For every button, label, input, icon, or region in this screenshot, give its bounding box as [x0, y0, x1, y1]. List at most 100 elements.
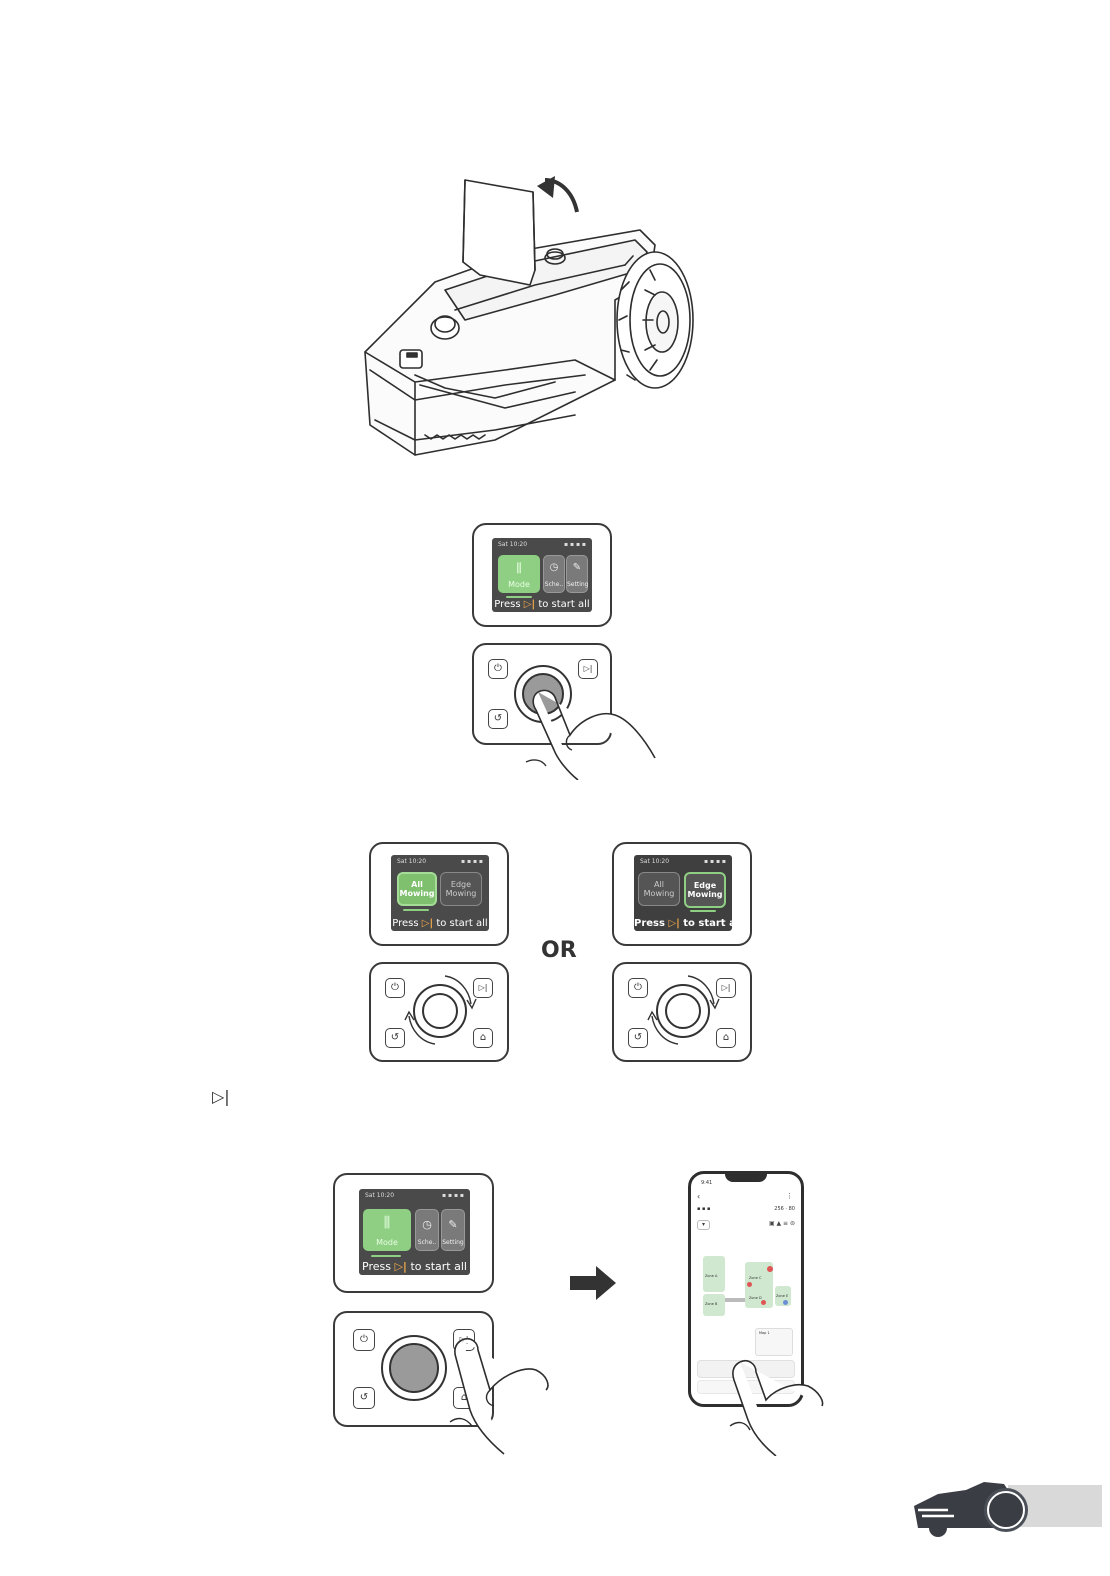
home-key[interactable]: ⌂ — [716, 1028, 736, 1048]
hand-pressing-knob-illustration — [525, 689, 656, 780]
back-key[interactable]: ↺ — [488, 709, 508, 729]
hand-pressing-start-key-illustration — [449, 1337, 549, 1455]
start-icon: ▷| — [394, 1260, 407, 1273]
map-zone — [703, 1294, 725, 1316]
start-icon: ▷| — [523, 599, 536, 610]
lcd-tile-schedule: ◷ Sche.. — [543, 555, 565, 593]
back-chevron-icon[interactable]: ‹ — [697, 1192, 701, 1201]
mower-lid-open-illustration — [364, 176, 694, 456]
signal-icon: ▪ ▪ ▪ — [697, 1206, 711, 1212]
all-mowing-tile-selected: All Mowing — [397, 872, 437, 906]
lcd-tile-setting-label: Setting — [442, 1239, 464, 1246]
lcd-selection-indicator — [403, 909, 429, 911]
power-key[interactable]: ⏻ — [628, 978, 648, 998]
start-icon-inline: ▷| — [212, 1087, 230, 1106]
lcd-screen-all-mowing: Sat 10:20 ▪ ▪ ▪ ▪ All Mowing Edge Mowing… — [391, 855, 489, 931]
phone-toolbar: ▾ ▣ ▲ ≡ ⊜ — [697, 1220, 795, 1230]
lcd-prompt: Press ▷| to start all — [359, 1260, 470, 1273]
lcd-selection-indicator — [371, 1255, 401, 1257]
lcd-frame-step4: Sat 10:20 ▪ ▪ ▪ ▪ ⫼ Mode ◷ Sche.. ✎ Sett… — [333, 1173, 494, 1293]
zone-label-b: Zone B — [705, 1302, 718, 1306]
lcd-tile-mode: ⫼ Mode — [498, 555, 540, 593]
lcd-status-bar: Sat 10:20 ▪ ▪ ▪ ▪ — [640, 858, 726, 865]
control-knob[interactable] — [656, 984, 710, 1038]
start-key[interactable]: ▷| — [716, 978, 736, 998]
map-zone — [703, 1256, 725, 1292]
control-knob-center — [389, 1343, 439, 1393]
lcd-prompt-press: Press — [494, 599, 521, 610]
power-key[interactable]: ⏻ — [385, 978, 405, 998]
power-key[interactable]: ⏻ — [353, 1329, 375, 1351]
lcd-tile-schedule: ◷ Sche.. — [415, 1209, 439, 1251]
schedule-icon: ◷ — [422, 1218, 432, 1231]
control-panel-rotate-right: ⏻ ▷| ↺ ⌂ — [612, 962, 752, 1062]
lcd-tile-setting-label: Setting — [567, 581, 589, 588]
lcd-status-icons: ▪ ▪ ▪ ▪ — [461, 858, 483, 865]
start-key[interactable]: ▷| — [473, 978, 493, 998]
lcd-status-time: Sat 10:20 — [365, 1192, 395, 1199]
more-icon[interactable]: ⋮ — [786, 1192, 793, 1200]
lawn-map: Zone A Zone B Zone C Zone D Zone E — [697, 1238, 793, 1328]
lcd-selection-indicator — [506, 596, 532, 598]
toolbar-icons[interactable]: ▣ ▲ ≡ ⊜ — [768, 1220, 795, 1227]
lcd-screen-edge-mowing: Sat 10:20 ▪ ▪ ▪ ▪ All Mowing Edge Mowing… — [634, 855, 732, 931]
lcd-tile-mode: ⫼ Mode — [363, 1209, 411, 1251]
edge-mowing-tile-selected: Edge Mowing — [684, 872, 726, 908]
rotate-arrows-left-icon — [404, 975, 477, 1045]
lcd-status-icons: ▪ ▪ ▪ ▪ — [704, 858, 726, 865]
lcd-screen: Sat 10:20 ▪ ▪ ▪ ▪ ⫼ Mode ◷ Sche.. ✎ Sett… — [492, 538, 592, 612]
zone-label-e: Zone E — [776, 1294, 789, 1298]
lcd-prompt-tail: to start all — [410, 1260, 467, 1273]
lcd-status-icons: ▪ ▪ ▪ ▪ — [564, 541, 586, 548]
phone-notch — [725, 1174, 767, 1182]
home-key[interactable]: ⌂ — [473, 1028, 493, 1048]
lcd-tile-setting: ✎ Setting — [566, 555, 588, 593]
lcd-selection-indicator — [690, 910, 716, 912]
mode-icon: ⫼ — [383, 1215, 391, 1231]
lcd-tile-mode-label: Mode — [508, 580, 530, 589]
zone-label-c: Zone C — [749, 1276, 762, 1280]
lcd-tile-schedule-label: Sche.. — [417, 1239, 437, 1246]
lcd-prompt-press: Press — [634, 918, 665, 929]
arrow-right-icon — [570, 1266, 616, 1300]
area-value: 256 — [774, 1206, 784, 1212]
map-dropdown[interactable]: ▾ — [697, 1220, 711, 1230]
lcd-status-time: Sat 10:20 — [397, 858, 427, 865]
lcd-prompt-tail: to start all — [683, 918, 732, 929]
back-key[interactable]: ↺ — [628, 1028, 648, 1048]
lcd-prompt-press: Press — [362, 1260, 391, 1273]
lcd-status-icons: ▪ ▪ ▪ ▪ — [442, 1192, 464, 1199]
lcd-status-bar: Sat 10:20 ▪ ▪ ▪ ▪ — [498, 541, 586, 548]
lcd-frame-edge-mowing: Sat 10:20 ▪ ▪ ▪ ▪ All Mowing Edge Mowing… — [612, 842, 752, 946]
or-separator: OR — [541, 938, 577, 963]
back-key[interactable]: ↺ — [385, 1028, 405, 1048]
lcd-tile-mode-label: Mode — [376, 1238, 398, 1247]
lcd-prompt-tail: to start all — [436, 918, 488, 929]
lcd-prompt: Press ▷| to start all — [492, 599, 592, 610]
start-icon: ▷| — [421, 918, 434, 929]
schedule-icon: ◷ — [549, 562, 559, 573]
control-knob-center — [422, 993, 458, 1029]
setting-icon: ✎ — [572, 562, 582, 573]
lcd-status-time: Sat 10:20 — [640, 858, 670, 865]
back-key[interactable]: ↺ — [353, 1387, 375, 1409]
power-key[interactable]: ⏻ — [488, 659, 508, 679]
phone-status-time: 9:41 — [701, 1180, 713, 1186]
all-mowing-tile: All Mowing — [638, 872, 680, 906]
lcd-frame-all-mowing: Sat 10:20 ▪ ▪ ▪ ▪ All Mowing Edge Mowing… — [369, 842, 509, 946]
control-knob[interactable] — [413, 984, 467, 1038]
zone-label-a: Zone A — [705, 1274, 718, 1278]
control-knob[interactable] — [381, 1335, 447, 1401]
zone-label-d: Zone D — [749, 1296, 762, 1300]
station-marker — [783, 1300, 788, 1305]
lcd-prompt: Press ▷| to start all — [391, 918, 489, 929]
start-key[interactable]: ▷| — [578, 659, 598, 679]
lcd-tile-setting: ✎ Setting — [441, 1209, 465, 1251]
hand-tapping-phone-illustration — [729, 1359, 824, 1456]
lcd-status-bar: Sat 10:20 ▪ ▪ ▪ ▪ — [365, 1192, 464, 1199]
minimap-label: Map 1 — [759, 1331, 770, 1335]
lcd-status-time: Sat 10:20 — [498, 541, 528, 548]
lcd-prompt: Press ▷| to start all — [634, 918, 732, 929]
minimap[interactable]: Map 1 — [755, 1328, 793, 1356]
lcd-screen: Sat 10:20 ▪ ▪ ▪ ▪ ⫼ Mode ◷ Sche.. ✎ Sett… — [359, 1189, 470, 1275]
